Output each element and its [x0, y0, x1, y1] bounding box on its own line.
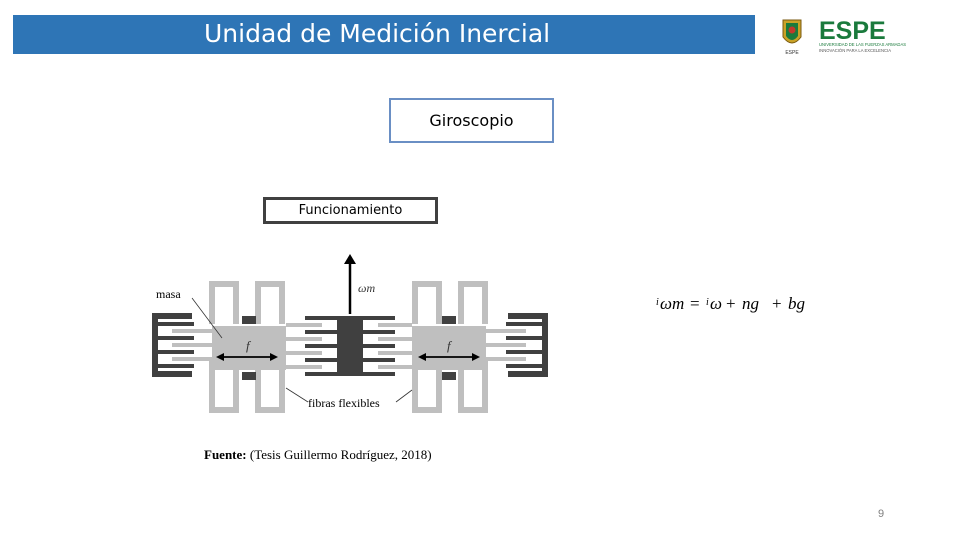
svg-text:ESPE: ESPE: [785, 50, 799, 56]
espe-logo: ESPE ESPE UNIVERSIDAD DE LAS FUERZAS ARM…: [771, 15, 930, 56]
source-citation: Fuente: (Tesis Guillermo Rodríguez, 2018…: [204, 447, 432, 463]
right-mass: [412, 326, 486, 370]
left-frame: [209, 281, 285, 413]
source-label: Fuente:: [204, 447, 247, 462]
right-comb-dark: [506, 322, 542, 368]
left-comb-light: [172, 329, 212, 361]
logo-tagline: INNOVACIÓN PARA LA EXCELENCIA: [819, 48, 891, 53]
right-frame: [412, 281, 488, 413]
omega-label: ωm: [358, 281, 375, 295]
operation-box: Funcionamiento: [263, 197, 438, 224]
force-arrow-right: [418, 353, 480, 361]
right-anchor: [508, 313, 548, 377]
formula-omega: ω: [710, 294, 722, 313]
formula-lhs: ωm: [660, 294, 684, 313]
gyroscope-box: Giroscopio: [389, 98, 554, 143]
gyroscope-label: Giroscopio: [429, 111, 514, 130]
mass-label: masa: [156, 287, 181, 301]
slide-title: Unidad de Medición Inercial: [204, 19, 551, 48]
logo-text: ESPE: [819, 17, 886, 45]
gyro-formula: i ωm = i ω + ng + bg: [656, 294, 805, 313]
page-number: 9: [878, 508, 885, 520]
force-arrow-left: [216, 353, 278, 361]
force-label-right: f: [447, 338, 453, 353]
leader-lines: [191, 297, 413, 403]
omega-arrow: [344, 254, 356, 314]
operation-label: Funcionamiento: [298, 203, 403, 218]
svg-text:i: i: [656, 297, 659, 308]
left-mass: [212, 326, 286, 370]
left-anchor: [152, 313, 192, 377]
fibers-label: fibras flexibles: [308, 396, 380, 410]
svg-text:i: i: [706, 297, 709, 308]
right-comb-light: [486, 329, 526, 361]
svg-text:+: +: [772, 294, 782, 313]
header-bar: [13, 15, 755, 54]
force-label-left: f: [246, 338, 252, 353]
source-text: (Tesis Guillermo Rodríguez, 2018): [249, 447, 432, 462]
formula-bias: bg: [788, 294, 805, 313]
logo-subtitle: UNIVERSIDAD DE LAS FUERZAS ARMADAS: [819, 42, 906, 47]
center-comb-dark: [305, 316, 395, 376]
gyroscope-diagram: masa ωm f f fibras flexibles: [152, 254, 548, 413]
center-comb-light: [286, 323, 412, 369]
svg-text:=: =: [690, 294, 700, 313]
center-anchor: [337, 316, 363, 376]
formula-noise: ng: [742, 294, 759, 313]
left-comb-dark: [158, 322, 194, 368]
svg-text:+: +: [726, 294, 736, 313]
